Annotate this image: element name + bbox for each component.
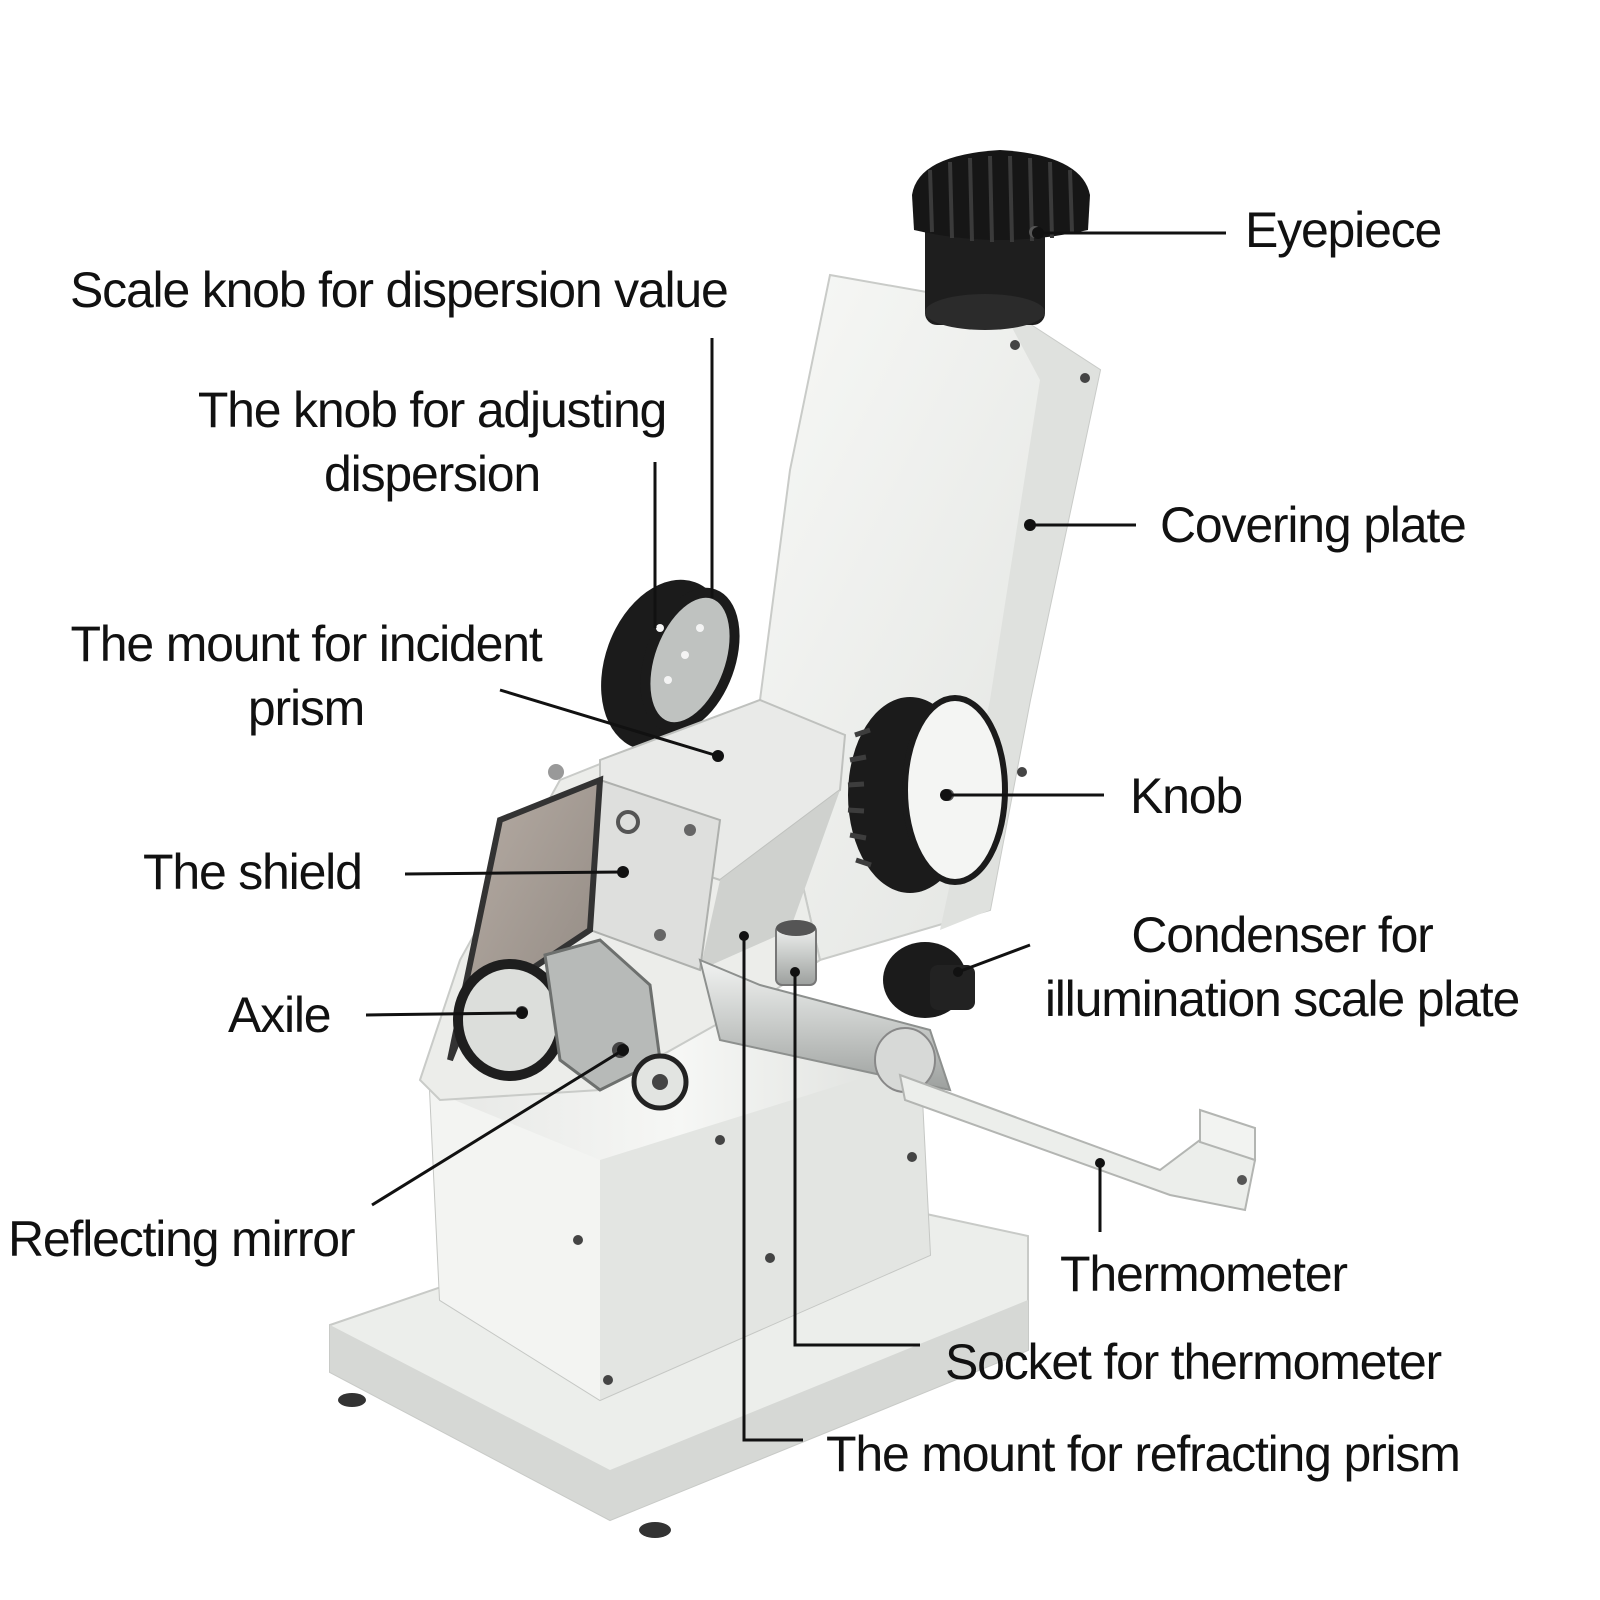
label-covering-plate: Covering plate — [1160, 497, 1467, 553]
leader-axile — [365, 1011, 523, 1017]
dispersion-knob-part — [601, 579, 740, 751]
label-adjust-knob-line2: dispersion — [324, 446, 541, 502]
label-scale-knob: Scale knob for dispersion value — [70, 262, 729, 318]
label-reflecting-mirror: Reflecting mirror — [8, 1211, 356, 1267]
label-axile: Axile — [228, 987, 332, 1043]
label-adjust-knob-line1: The knob for adjusting — [197, 382, 668, 438]
label-knob: Knob — [1130, 768, 1243, 824]
thermometer-assembly — [698, 958, 1257, 1212]
right-knob-part — [847, 695, 1008, 893]
leader-lines — [365, 231, 1226, 1442]
leader-shield — [404, 870, 624, 876]
leader-socket — [793, 972, 920, 1347]
eyepiece-part — [912, 150, 1090, 330]
label-condenser: Condenser for illumination scale plate — [1022, 903, 1542, 1031]
leader-condenser — [957, 943, 1031, 974]
leader-refracting — [742, 936, 803, 1442]
socket-part — [775, 920, 817, 986]
label-socket: Socket for thermometer — [945, 1334, 1442, 1390]
leader-incident-mount — [499, 688, 719, 758]
label-condenser-line2: illumination scale plate — [1044, 971, 1520, 1027]
label-incident-mount-line1: The mount for incident — [70, 616, 542, 672]
label-thermometer: Thermometer — [1060, 1246, 1348, 1302]
prism-mount-box — [447, 698, 847, 1062]
label-eyepiece: Eyepiece — [1245, 202, 1442, 258]
condenser-part — [883, 942, 975, 1018]
label-shield: The shield — [143, 844, 363, 900]
label-incident-mount: The mount for incident prism — [46, 612, 566, 740]
label-adjust-knob: The knob for adjusting dispersion — [152, 378, 712, 506]
label-refracting-mount: The mount for refracting prism — [826, 1426, 1461, 1482]
label-incident-mount-line2: prism — [247, 680, 365, 736]
label-condenser-line1: Condenser for — [1131, 907, 1433, 963]
leader-mirror — [371, 1048, 624, 1207]
leader-dots — [516, 227, 1105, 1168]
